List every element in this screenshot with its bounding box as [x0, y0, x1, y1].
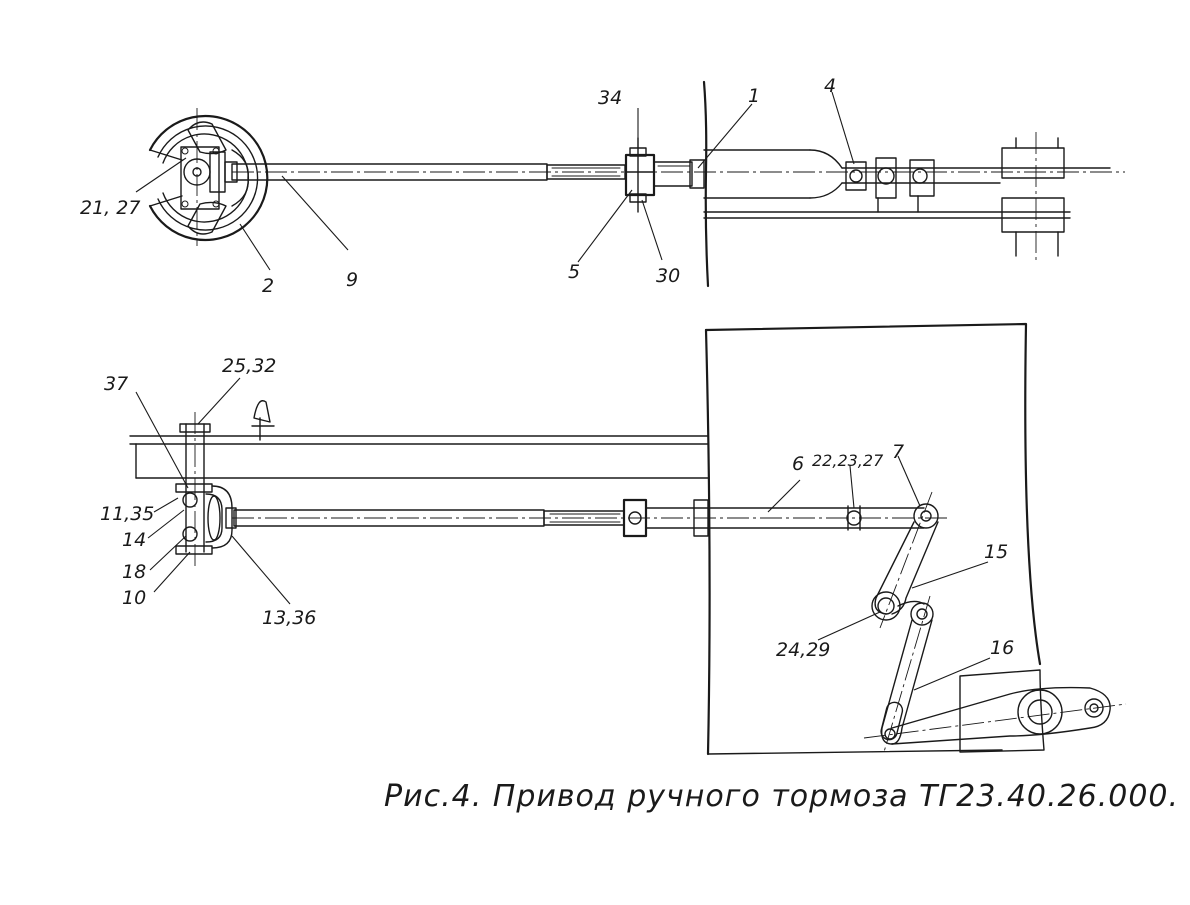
frame-1 — [702, 80, 811, 288]
label-21-27: 21, 27 — [80, 197, 140, 219]
callout-labels: 34 1 4 21, 27 2 9 5 30 25,32 37 11,35 14… — [80, 75, 1014, 661]
label-34: 34 — [598, 87, 622, 109]
joint-4 — [845, 157, 935, 213]
lever-15 — [871, 491, 939, 629]
label-22-23-27: 22,23,27 — [812, 451, 884, 470]
label-37: 37 — [104, 373, 128, 395]
label-30: 30 — [656, 265, 680, 287]
label-15: 15 — [984, 541, 1008, 563]
clamp-5 — [624, 137, 705, 213]
label-9: 9 — [346, 269, 358, 291]
label-10: 10 — [122, 587, 146, 609]
top-leaders — [135, 91, 855, 271]
label-11-35: 11,35 — [100, 503, 154, 525]
rod-top — [232, 149, 1125, 219]
label-2: 2 — [262, 275, 274, 297]
pin-handle — [251, 400, 275, 441]
brake-arm — [863, 669, 1127, 753]
label-25-32: 25,32 — [222, 355, 276, 377]
label-18: 18 — [122, 561, 146, 583]
label-1: 1 — [748, 85, 760, 107]
figure-caption: Рис.4. Привод ручного тормоза ТГ23.40.26… — [384, 779, 1179, 814]
rod-6 — [225, 498, 950, 538]
channel-beam — [129, 435, 709, 479]
label-7: 7 — [892, 441, 904, 463]
bottom-view — [129, 322, 1127, 756]
bottom-leaders — [135, 377, 991, 691]
label-16: 16 — [990, 637, 1014, 659]
top-view — [135, 80, 1125, 288]
handwheel-2 — [148, 108, 269, 246]
label-13-36: 13,36 — [262, 607, 316, 629]
bearing-block — [1001, 132, 1065, 262]
label-4: 4 — [824, 75, 836, 97]
label-5: 5 — [568, 261, 580, 283]
label-24-29: 24,29 — [776, 639, 830, 661]
wall-plate — [704, 322, 1042, 756]
label-6: 6 — [792, 453, 804, 475]
label-14: 14 — [122, 529, 146, 551]
bracket-left — [175, 412, 233, 570]
